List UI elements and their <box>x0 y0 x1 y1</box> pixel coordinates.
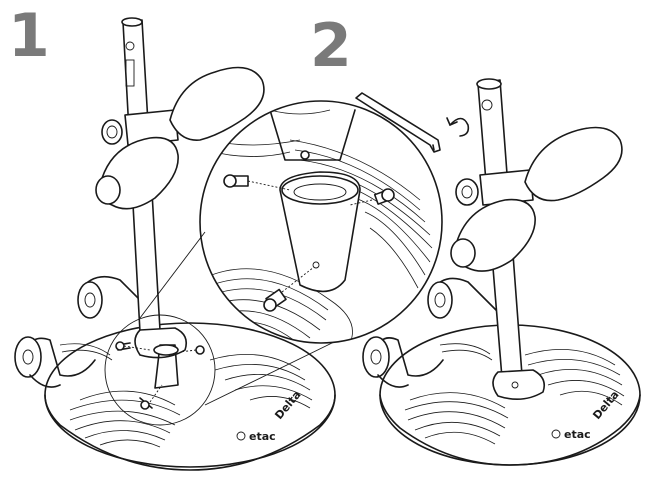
left-detail-callout <box>104 314 216 426</box>
left-arm-pad-upper <box>169 66 265 141</box>
hex-key-icon <box>355 92 441 153</box>
right-front-wheel <box>362 336 444 388</box>
step-number-2: 2 <box>310 11 352 81</box>
screw-left <box>223 174 291 191</box>
right-arm-pad-upper <box>524 126 623 202</box>
right-clamp-knob <box>455 178 479 206</box>
screw-right <box>349 188 395 206</box>
step-number-1: 1 <box>8 1 50 71</box>
svg-text:etac: etac <box>564 428 591 441</box>
screw-bottom <box>263 261 320 312</box>
left-front-wheel <box>14 336 96 388</box>
right-stand: etac Delta <box>362 78 641 466</box>
left-rear-wheel <box>77 275 151 319</box>
left-stand: etac Delta <box>14 17 336 471</box>
svg-text:etac: etac <box>249 430 276 443</box>
left-clamp-knob <box>101 119 123 145</box>
right-rear-wheel <box>427 277 499 319</box>
zoom-detail-circle <box>139 100 443 406</box>
rotate-arrow-icon <box>446 117 470 137</box>
